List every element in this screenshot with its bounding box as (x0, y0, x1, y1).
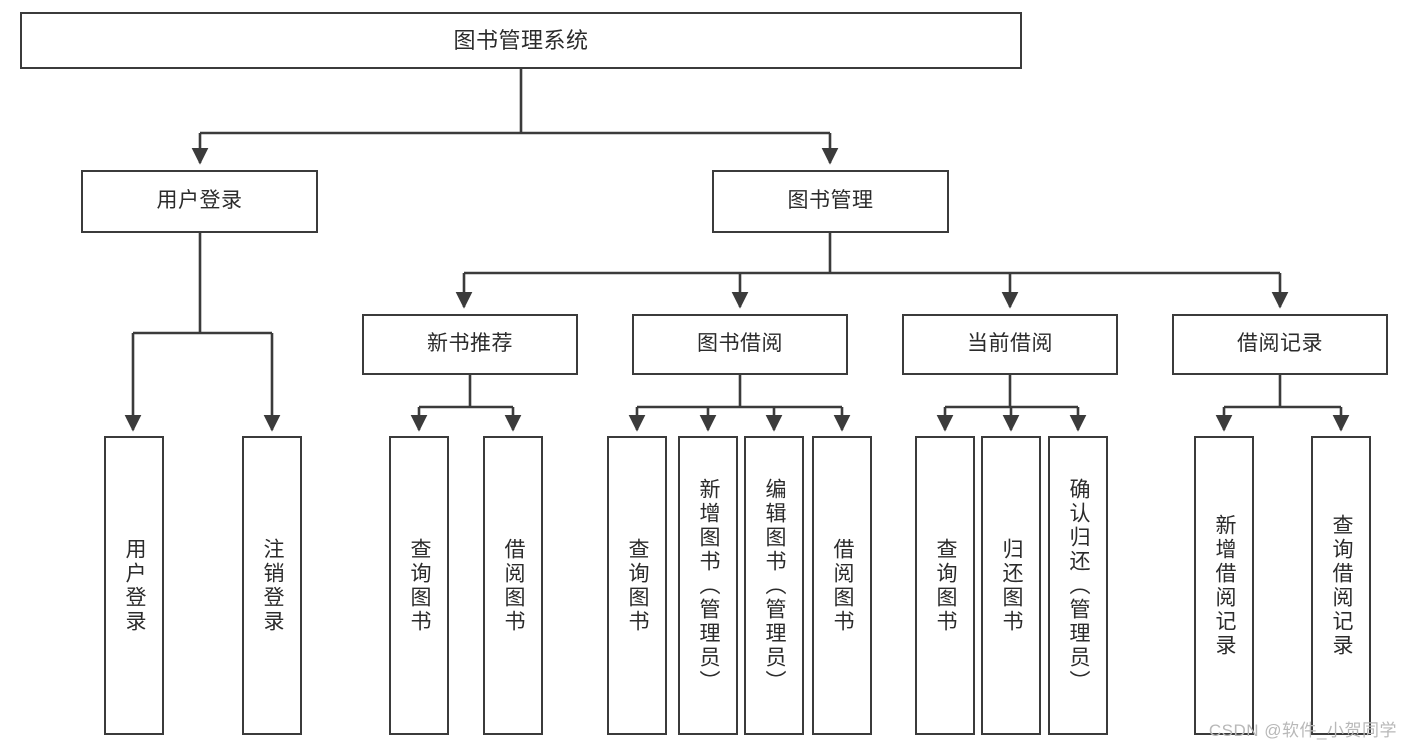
node-leaf-add-book-label: 新增图书（管理员） (697, 477, 721, 694)
node-leaf-borrow-book-1-label: 借阅图书 (502, 537, 526, 634)
node-leaf-add-book[interactable]: 新增图书（管理员） (678, 436, 738, 735)
node-leaf-borrow-book-2[interactable]: 借阅图书 (812, 436, 872, 735)
node-leaf-query-book-2-label: 查询图书 (626, 537, 650, 634)
node-leaf-confirm-return[interactable]: 确认归还（管理员） (1048, 436, 1108, 735)
node-leaf-user-login-label: 用户登录 (123, 537, 147, 634)
node-leaf-add-record-label: 新增借阅记录 (1213, 513, 1237, 658)
node-borrow-record-label: 借阅记录 (1237, 332, 1323, 356)
node-root[interactable]: 图书管理系统 (20, 12, 1022, 69)
node-new-book-recommend[interactable]: 新书推荐 (362, 314, 578, 375)
node-user-login[interactable]: 用户登录 (81, 170, 318, 233)
node-book-borrow-label: 图书借阅 (697, 332, 783, 356)
node-leaf-add-record[interactable]: 新增借阅记录 (1194, 436, 1254, 735)
node-borrow-record[interactable]: 借阅记录 (1172, 314, 1388, 375)
node-leaf-logout[interactable]: 注销登录 (242, 436, 302, 735)
node-leaf-edit-book-label: 编辑图书（管理员） (763, 477, 787, 694)
node-leaf-query-book-3[interactable]: 查询图书 (915, 436, 975, 735)
node-current-borrow-label: 当前借阅 (967, 332, 1053, 356)
node-leaf-edit-book[interactable]: 编辑图书（管理员） (744, 436, 804, 735)
node-leaf-confirm-return-label: 确认归还（管理员） (1067, 477, 1091, 694)
node-leaf-borrow-book-1[interactable]: 借阅图书 (483, 436, 543, 735)
node-current-borrow[interactable]: 当前借阅 (902, 314, 1118, 375)
node-leaf-logout-label: 注销登录 (261, 537, 285, 634)
node-book-management[interactable]: 图书管理 (712, 170, 949, 233)
node-leaf-return-book[interactable]: 归还图书 (981, 436, 1041, 735)
node-leaf-borrow-book-2-label: 借阅图书 (831, 537, 855, 634)
node-leaf-query-book-1[interactable]: 查询图书 (389, 436, 449, 735)
node-book-borrow[interactable]: 图书借阅 (632, 314, 848, 375)
node-new-book-recommend-label: 新书推荐 (427, 332, 513, 356)
node-book-management-label: 图书管理 (787, 189, 874, 213)
node-user-login-label: 用户登录 (156, 189, 243, 213)
node-root-label: 图书管理系统 (453, 27, 589, 53)
node-leaf-user-login[interactable]: 用户登录 (104, 436, 164, 735)
node-leaf-return-book-label: 归还图书 (1000, 537, 1024, 634)
node-leaf-query-book-3-label: 查询图书 (934, 537, 958, 634)
node-leaf-query-record-label: 查询借阅记录 (1330, 513, 1354, 658)
node-leaf-query-record[interactable]: 查询借阅记录 (1311, 436, 1371, 735)
node-leaf-query-book-2[interactable]: 查询图书 (607, 436, 667, 735)
node-leaf-query-book-1-label: 查询图书 (408, 537, 432, 634)
